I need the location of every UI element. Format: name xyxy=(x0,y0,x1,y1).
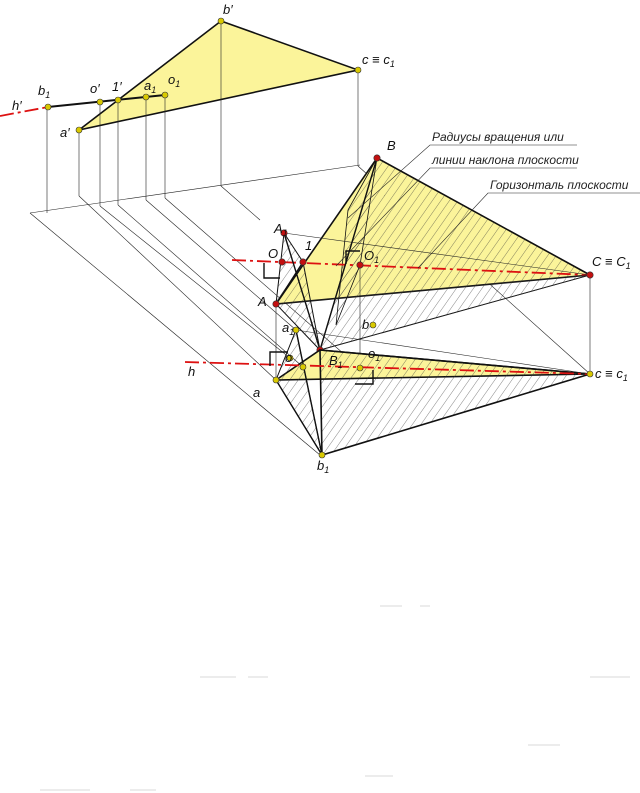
edge-a-b1 xyxy=(275,379,323,456)
constr-line-2 xyxy=(78,195,277,381)
right-angle-O1 xyxy=(345,250,360,264)
edge-B-B1 xyxy=(319,157,378,351)
leader-horizontal xyxy=(417,192,640,269)
edge-A-1 xyxy=(275,261,304,305)
point-a xyxy=(272,376,280,384)
label-B: B xyxy=(387,138,396,153)
label-b: b xyxy=(362,317,369,332)
label-h: h xyxy=(188,364,195,379)
frontal-h-red-line xyxy=(0,106,49,117)
label-a1-prime: a1 xyxy=(144,78,156,95)
label-a1: a1 xyxy=(282,320,294,337)
point-1-h xyxy=(299,363,307,371)
point-C-C1 xyxy=(586,271,594,279)
label-o1: o1 xyxy=(368,346,380,363)
constr-line-1 xyxy=(29,212,321,456)
point-a1 xyxy=(292,326,300,334)
point-O1 xyxy=(356,261,364,269)
annotations: Радиусы вращения или линии наклона плоск… xyxy=(335,130,640,269)
constr-line-7 xyxy=(220,185,261,221)
edge-A1-C xyxy=(283,232,591,276)
edge-B1-C xyxy=(319,274,591,351)
point-b1-prime xyxy=(44,103,52,111)
point-c-prime xyxy=(354,66,362,74)
label-O1: O1 xyxy=(364,248,379,265)
radius-band xyxy=(335,157,378,326)
right-angle-O xyxy=(263,263,280,279)
label-a-prime: a′ xyxy=(60,125,70,140)
spatial-model: B A1 O 1 O1 A C ≡ C1 xyxy=(231,138,631,380)
note-horizontal: Горизонталь плоскости xyxy=(490,178,629,192)
edge-A-C xyxy=(275,274,591,305)
horizontal-h-red-line xyxy=(184,361,591,375)
point-A1 xyxy=(280,229,288,237)
point-O xyxy=(278,258,286,266)
label-B1: B1 xyxy=(329,353,343,370)
label-c-prime: c ≡ c1 xyxy=(362,52,395,69)
label-a: a xyxy=(253,385,260,400)
note-radii-line2: линии наклона плоскости xyxy=(431,153,579,167)
label-o: o xyxy=(285,350,292,365)
leader-radii-2 xyxy=(335,167,577,267)
horizontal-rotated-hatched xyxy=(319,349,591,457)
edge-a1-c xyxy=(295,329,591,375)
faint-artifacts xyxy=(40,605,630,791)
label-h-prime: h′ xyxy=(12,98,22,113)
label-o1-prime: o1 xyxy=(168,72,180,89)
point-o-prime xyxy=(96,98,104,106)
point-o1 xyxy=(356,364,364,372)
right-angle-o1 xyxy=(355,370,374,385)
label-o-prime: o′ xyxy=(90,81,100,96)
point-c-c1 xyxy=(586,370,594,378)
edge-A1-B1 xyxy=(283,232,321,351)
label-A: A xyxy=(257,294,267,309)
label-c-c1: c ≡ c1 xyxy=(595,366,628,383)
right-angle-o xyxy=(269,351,288,366)
point-b-prime xyxy=(217,17,225,25)
point-b1 xyxy=(318,451,326,459)
label-A1: A1 xyxy=(273,221,288,238)
constr-line-3 xyxy=(99,205,291,359)
label-b1: b1 xyxy=(317,458,329,475)
constr-line-4 xyxy=(117,204,304,368)
point-1-prime xyxy=(114,96,122,104)
point-1 xyxy=(299,258,307,266)
note-radii-line1: Радиусы вращения или xyxy=(432,130,564,144)
point-b xyxy=(369,321,377,329)
frontal-base-line xyxy=(29,164,361,214)
space-horizontal-red-line xyxy=(231,259,591,276)
frontal-projection: b′ c ≡ c1 a′ h′ b1 o′ 1′ a1 o1 xyxy=(0,2,395,214)
label-b1-prime: b1 xyxy=(38,83,50,100)
point-B xyxy=(373,154,381,162)
frontal-triangle xyxy=(78,20,361,131)
constr-line-5 xyxy=(145,199,297,331)
label-1: 1 xyxy=(305,238,312,253)
point-o1-prime xyxy=(161,91,169,99)
leader-radii-1 xyxy=(347,144,577,219)
horizontal-projection: a1 o b B1 o1 c ≡ c1 h a b1 xyxy=(184,317,628,475)
label-b-prime: b′ xyxy=(223,2,233,17)
label-1-prime: 1′ xyxy=(112,79,122,94)
point-a1-prime xyxy=(142,93,150,101)
point-a-prime xyxy=(75,126,83,134)
edge-a1-b1 xyxy=(295,329,323,456)
label-O: O xyxy=(268,246,278,261)
point-o xyxy=(286,354,294,362)
point-A xyxy=(272,300,280,308)
label-C-C1: C ≡ C1 xyxy=(592,254,631,271)
